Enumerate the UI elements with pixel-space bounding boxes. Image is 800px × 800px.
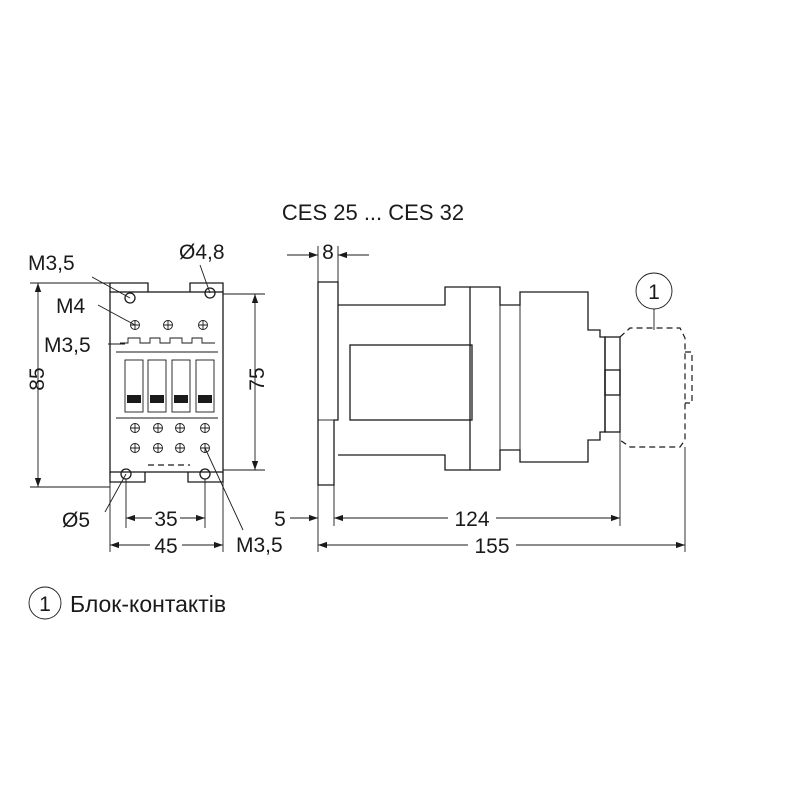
front-view-leaders xyxy=(91,264,244,531)
terminal-screws-top xyxy=(130,320,208,330)
dim-label-75: 75 xyxy=(246,367,269,390)
dim-45-text-bg xyxy=(150,535,182,555)
front-bottom-tab-left xyxy=(109,472,146,483)
dim-label-8: 8 xyxy=(322,241,334,264)
label-m35-top: M3,5 xyxy=(28,252,75,275)
label-d5: Ø5 xyxy=(62,509,90,532)
front-top-tab-left xyxy=(109,282,149,292)
side-front-face xyxy=(604,336,621,433)
legend: 1 Блок-контактів xyxy=(28,586,226,620)
dim-label-45: 45 xyxy=(154,535,177,558)
legend-circle xyxy=(28,586,62,620)
callout-number: 1 xyxy=(648,281,660,304)
dim-label-124: 124 xyxy=(454,508,489,531)
side-front-actuator xyxy=(604,369,621,396)
mounting-hole-top-right xyxy=(204,287,216,299)
side-coil-window xyxy=(349,344,473,421)
side-view-dimensions xyxy=(287,246,686,552)
side-base-body xyxy=(338,286,471,471)
terminal-screws-bottom xyxy=(130,423,210,453)
front-view-dimensions xyxy=(30,282,265,552)
legend-text: Блок-контактів xyxy=(70,591,226,617)
label-m35-mid: M3,5 xyxy=(44,334,91,357)
side-view xyxy=(317,281,693,486)
label-m35-bottom: M3,5 xyxy=(236,534,283,557)
side-upper-housing xyxy=(470,286,606,471)
dim-124-text-bg xyxy=(448,508,496,528)
label-d48: Ø4,8 xyxy=(179,241,225,264)
dim-label-5: 5 xyxy=(274,508,286,531)
side-mounting-plate xyxy=(317,281,339,486)
dim-label-35: 35 xyxy=(154,508,177,531)
mounting-hole-top-left xyxy=(124,292,136,304)
dim-155-text-bg xyxy=(468,535,516,555)
auxiliary-contact-block xyxy=(619,327,686,448)
dim-label-85: 85 xyxy=(26,367,49,390)
label-m4: M4 xyxy=(56,295,85,318)
dim-35-text-bg xyxy=(152,508,180,528)
auxiliary-contact-tab xyxy=(685,351,693,404)
upper-terminal-contour xyxy=(120,337,215,344)
legend-number: 1 xyxy=(39,593,51,616)
front-view xyxy=(109,282,224,483)
front-body-outline xyxy=(109,291,224,473)
contact-slots xyxy=(124,359,215,413)
callout-1: 1 xyxy=(635,272,673,330)
front-bottom-tab-right xyxy=(187,472,224,483)
dim-label-155: 155 xyxy=(474,535,509,558)
mounting-hole-bottom-right xyxy=(199,468,211,480)
drawing-title: CES 25 ... CES 32 xyxy=(282,200,464,225)
